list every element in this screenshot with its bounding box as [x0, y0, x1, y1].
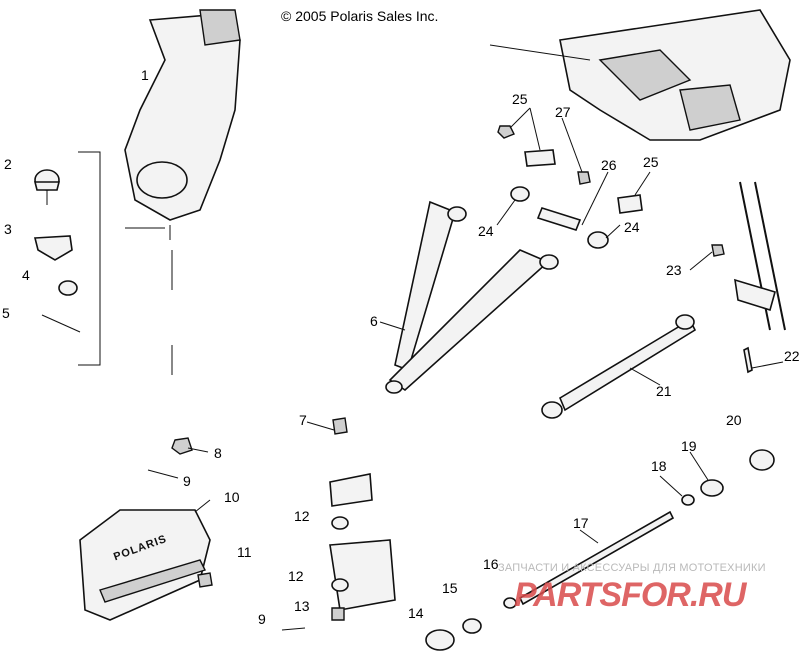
callout-9a: 9 — [183, 473, 191, 489]
callout-19: 19 — [681, 438, 697, 454]
callout-18: 18 — [651, 458, 667, 474]
watermark: ЗАПЧАСТИ И АКСЕССУАРЫ ДЛЯ МОТОТЕХНИКИ PA… — [498, 562, 788, 618]
callout-13: 13 — [294, 598, 310, 614]
lower-tie-rod-parts-14-20 — [425, 449, 775, 651]
callout-26: 26 — [601, 157, 617, 173]
callout-3: 3 — [4, 221, 12, 237]
callout-23: 23 — [666, 262, 682, 278]
callout-6: 6 — [370, 313, 378, 329]
callout-16: 16 — [483, 556, 499, 572]
callout-4: 4 — [22, 267, 30, 283]
guard-and-hardware-7-13 — [79, 417, 396, 631]
callout-12a: 12 — [294, 508, 310, 524]
callout-20: 20 — [726, 412, 742, 428]
callout-25b: 25 — [643, 154, 659, 170]
ball-joint-parts — [33, 151, 101, 366]
callout-24a: 24 — [478, 223, 494, 239]
watermark-logo: PARTSFOR.RU — [514, 576, 746, 614]
callout-24b: 24 — [624, 219, 640, 235]
callout-5: 5 — [2, 305, 10, 321]
callout-14: 14 — [408, 605, 424, 621]
callout-7: 7 — [299, 412, 307, 428]
watermark-tagline: ЗАПЧАСТИ И АКСЕССУАРЫ ДЛЯ МОТОТЕХНИКИ — [498, 562, 766, 574]
a-arm-part-6 — [379, 200, 559, 394]
callout-22: 22 — [784, 348, 800, 364]
callout-8: 8 — [214, 445, 222, 461]
callout-21: 21 — [656, 383, 672, 399]
callout-25a: 25 — [512, 91, 528, 107]
frame-section — [489, 9, 791, 141]
spindle-part-1 — [124, 9, 241, 375]
tie-rod-parts-21-23 — [541, 181, 786, 419]
callout-12b: 12 — [288, 568, 304, 584]
callout-15: 15 — [442, 580, 458, 596]
callout-1: 1 — [141, 67, 149, 83]
callout-11: 11 — [237, 544, 252, 560]
callout-27: 27 — [555, 104, 571, 120]
callout-2: 2 — [4, 156, 12, 172]
callout-9b: 9 — [258, 611, 266, 627]
hardware-parts-24-27 — [496, 107, 651, 249]
callout-17: 17 — [573, 515, 589, 531]
callout-10: 10 — [224, 489, 240, 505]
copyright-notice: © 2005 Polaris Sales Inc. — [281, 8, 439, 24]
